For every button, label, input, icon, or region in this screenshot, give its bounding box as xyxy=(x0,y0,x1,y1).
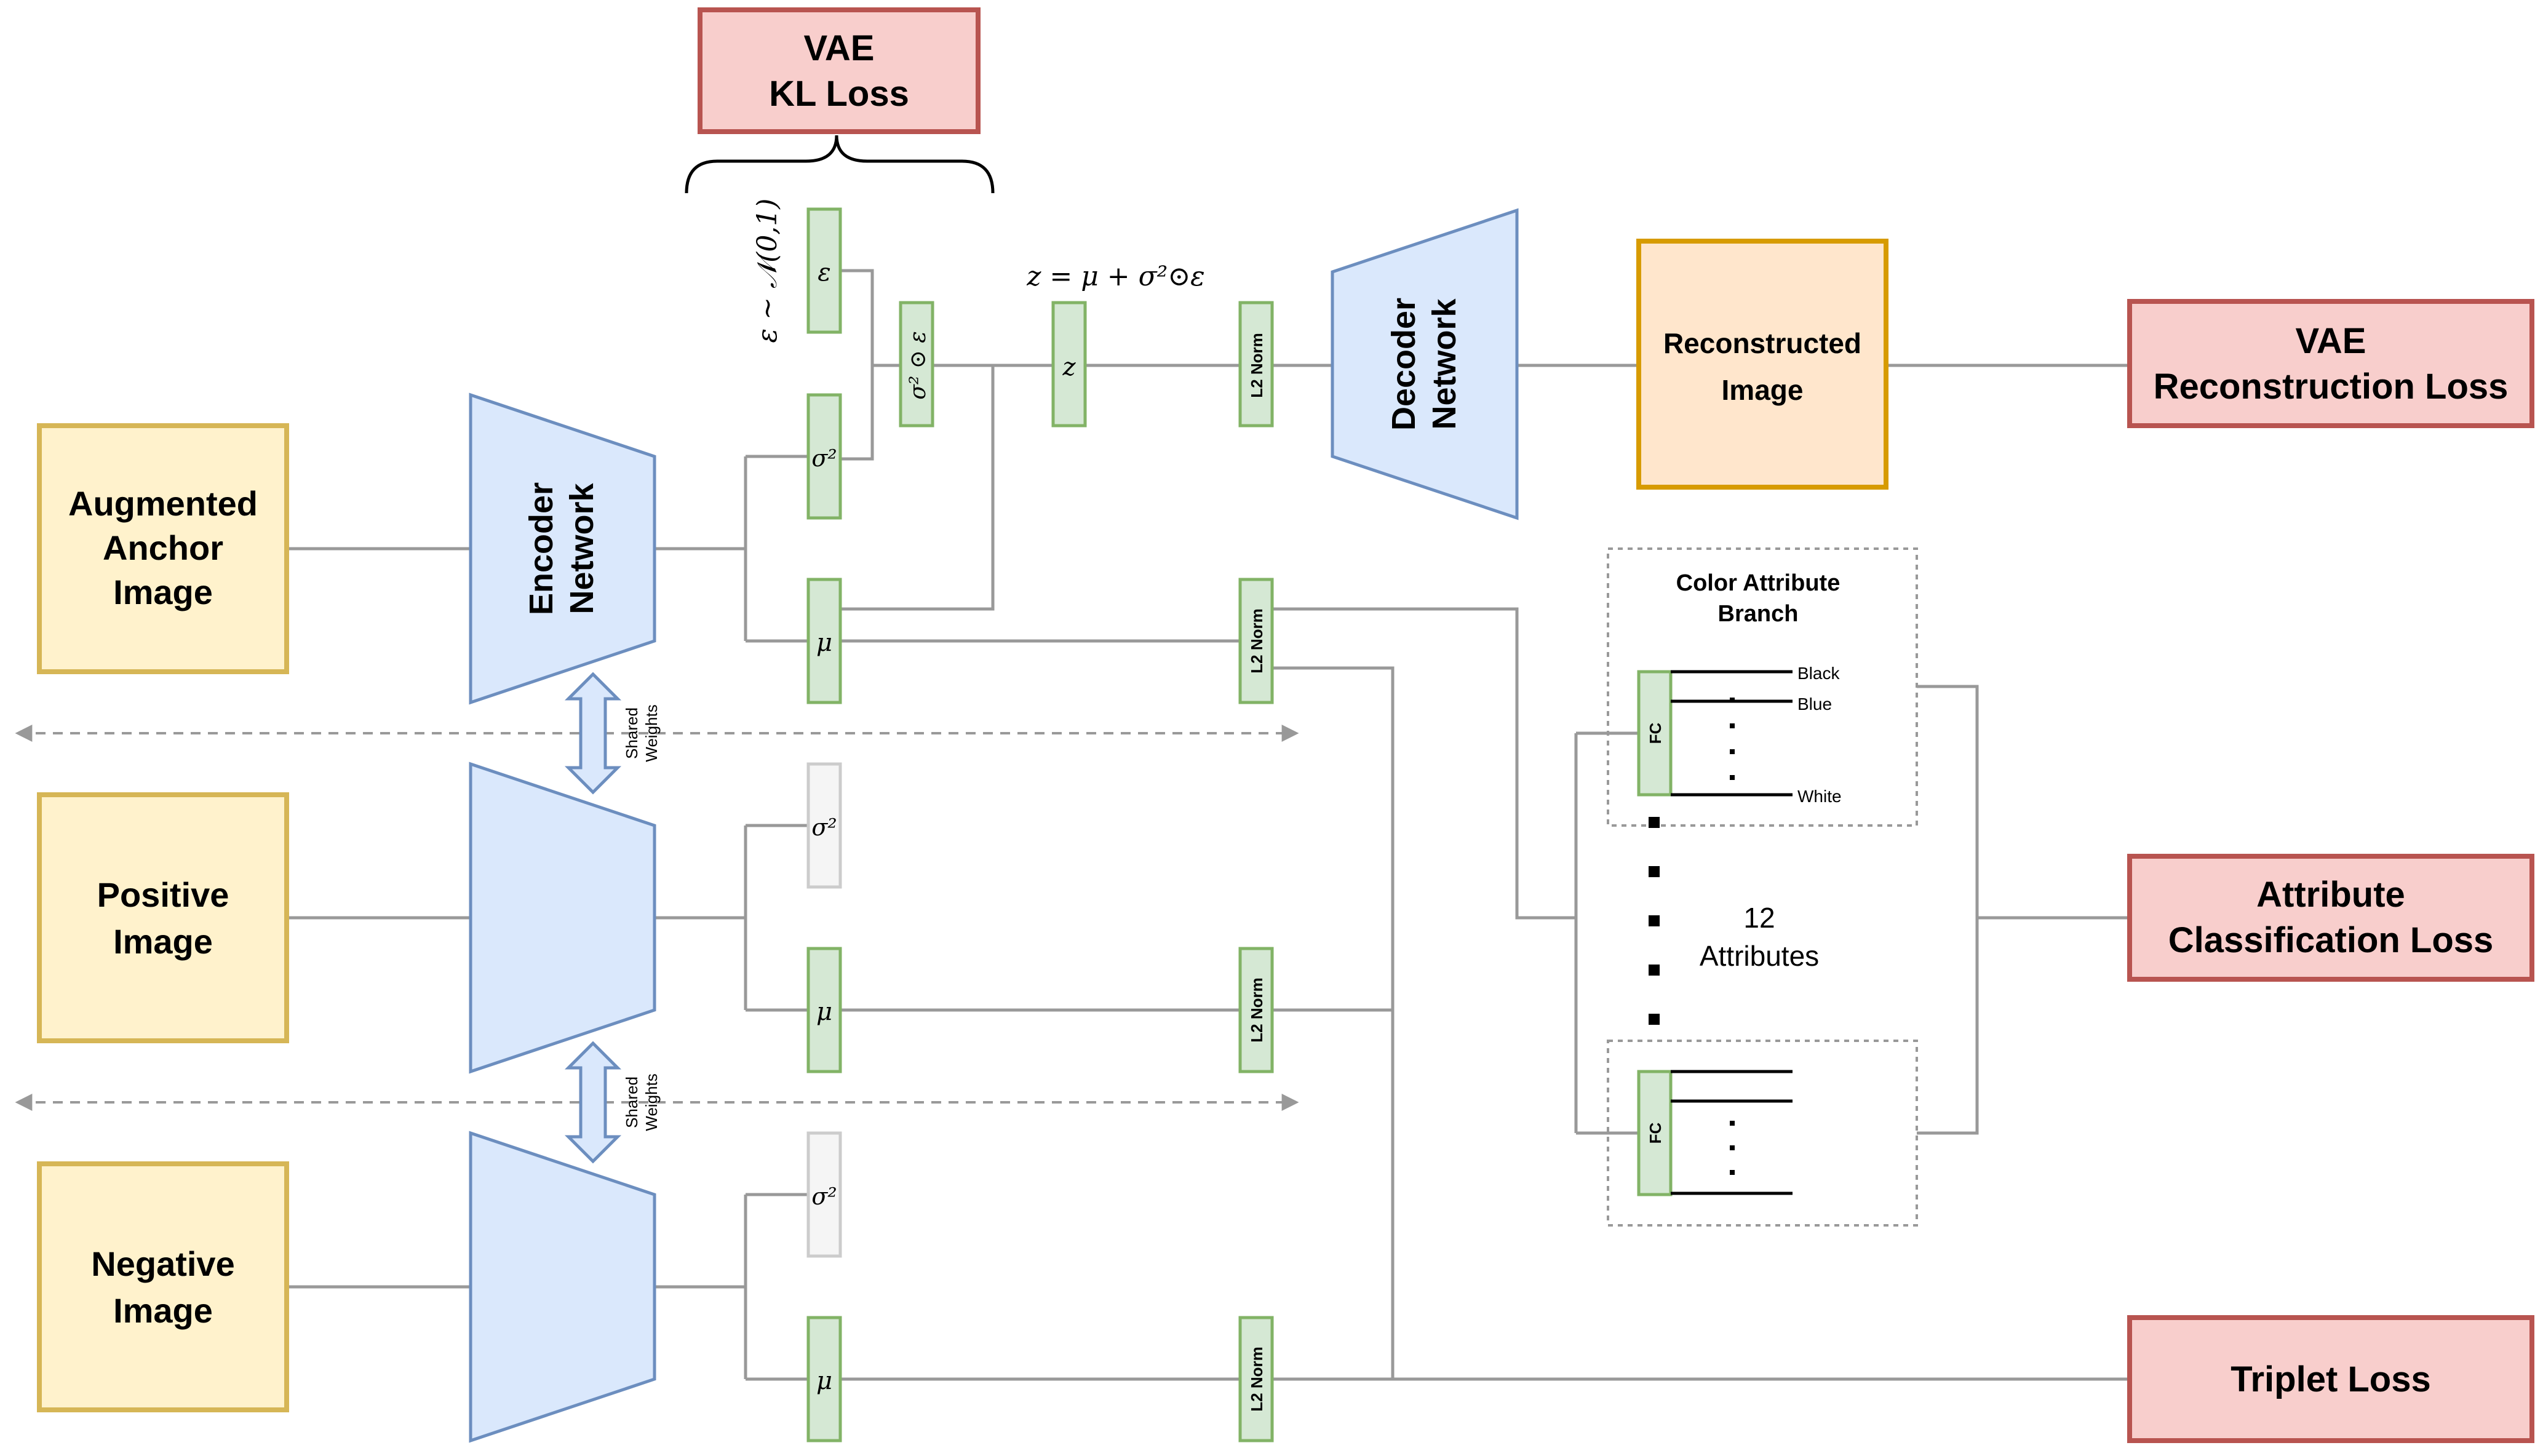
reconstruction-loss-label-2: Reconstruction Loss xyxy=(2154,367,2509,407)
reconstructed-label-2: Image xyxy=(1722,374,1804,406)
anchor-label-3: Image xyxy=(113,573,213,611)
svg-text:L2 Norm: L2 Norm xyxy=(1248,1347,1266,1411)
mu-vector-anchor: μ xyxy=(806,578,842,704)
z-formula: z = μ + σ²⊙ε xyxy=(1026,261,1205,292)
branch-title-1: Color Attribute xyxy=(1676,570,1841,596)
color-attribute-branch: Color Attribute Branch FC Black Blue Whi… xyxy=(1607,547,1918,827)
anchor-label-1: Augmented xyxy=(68,484,258,523)
negative-label-1: Negative xyxy=(91,1244,234,1283)
attribute-loss-label-2: Classification Loss xyxy=(2168,920,2494,960)
encoder-label-1: Encoder xyxy=(523,482,560,615)
kl-brace xyxy=(685,135,995,194)
l2-norm-anchor: L2 Norm xyxy=(1238,578,1274,704)
positive-label-1: Positive xyxy=(97,875,229,914)
anchor-label-2: Anchor xyxy=(103,528,223,567)
attribute-loss-label-1: Attribute xyxy=(2256,875,2405,915)
fc-label-1: FC xyxy=(1646,722,1665,744)
sigma-vector-positive: σ² xyxy=(806,762,842,889)
svg-text:σ² ⊙ ε: σ² ⊙ ε xyxy=(905,331,931,399)
svg-text:σ²: σ² xyxy=(811,1183,837,1210)
svg-text:σ²: σ² xyxy=(811,814,837,841)
encoder-network-positive xyxy=(469,762,656,1074)
attribute-branch-last: FC xyxy=(1607,1040,1918,1227)
attribute-ellipsis xyxy=(1649,817,1660,1025)
attribute-count-1: 12 xyxy=(1743,902,1775,934)
mu-vector-positive: μ xyxy=(806,947,842,1073)
svg-text:L2 Norm: L2 Norm xyxy=(1248,333,1266,397)
reconstructed-image-box: Reconstructed Image xyxy=(1636,239,1888,490)
svg-text:μ: μ xyxy=(816,998,832,1026)
reconstructed-label-1: Reconstructed xyxy=(1663,327,1861,359)
negative-image-box: Negative Image xyxy=(37,1161,289,1412)
sigma-vector-anchor: σ² xyxy=(806,393,842,520)
triplet-loss-box: Triplet Loss xyxy=(2127,1315,2534,1443)
positive-image-box: Positive Image xyxy=(37,792,289,1043)
l2-norm-z: L2 Norm xyxy=(1238,301,1274,428)
decoder-label-1: Decoder xyxy=(1385,298,1422,431)
kl-loss-label-1: VAE xyxy=(804,28,875,68)
attribute-count-2: Attributes xyxy=(1700,940,1819,972)
encoder-network-negative xyxy=(469,1131,656,1443)
kl-loss-label-2: KL Loss xyxy=(769,74,909,114)
sigma-vector-negative: σ² xyxy=(806,1131,842,1258)
sigma-epsilon-vector: σ² ⊙ ε xyxy=(899,301,934,428)
anchor-image-box: Augmented Anchor Image xyxy=(37,423,289,674)
negative-label-2: Image xyxy=(113,1291,213,1330)
decoder-label-2: Network xyxy=(1426,298,1463,430)
dashed-separators xyxy=(15,725,1299,1111)
l2-norm-positive: L2 Norm xyxy=(1238,947,1274,1073)
attribute-loss-box: Attribute Classification Loss xyxy=(2127,854,2534,982)
epsilon-vector: ε xyxy=(806,207,842,334)
shared-weights-text-3: Shared xyxy=(623,1076,641,1128)
reconstruction-loss-label-1: VAE xyxy=(2296,321,2366,361)
shared-weights-text-4: Weights xyxy=(642,1073,661,1131)
svg-text:μ: μ xyxy=(816,1367,832,1395)
l2-norm-negative: L2 Norm xyxy=(1238,1316,1274,1442)
fc-label-2: FC xyxy=(1646,1122,1665,1144)
reconstruction-loss-box: VAE Reconstruction Loss xyxy=(2127,299,2534,428)
svg-text:z: z xyxy=(1062,353,1076,381)
svg-text:L2 Norm: L2 Norm xyxy=(1248,977,1266,1042)
svg-text:σ²: σ² xyxy=(811,445,837,472)
triplet-loss-label: Triplet Loss xyxy=(2231,1359,2431,1399)
shared-weights-text-1: Shared xyxy=(623,707,641,759)
decoder-network: Decoder Network xyxy=(1331,208,1519,520)
mu-vector-negative: μ xyxy=(806,1316,842,1442)
epsilon-distribution-label: ε ~ 𝒩(0,1) xyxy=(752,199,783,343)
encoder-label-2: Network xyxy=(563,483,600,615)
class-black: Black xyxy=(1797,664,1840,683)
svg-text:ε: ε xyxy=(818,258,830,287)
class-blue: Blue xyxy=(1797,694,1832,714)
branch-title-2: Branch xyxy=(1718,601,1799,627)
shared-weights-arrow-2: Shared Weights xyxy=(564,1041,661,1164)
encoder-network-anchor: Encoder Network xyxy=(469,392,656,705)
shared-weights-text-2: Weights xyxy=(642,704,661,762)
positive-label-2: Image xyxy=(113,922,213,961)
kl-loss-box: VAE KL Loss xyxy=(698,7,981,134)
svg-text:μ: μ xyxy=(816,629,832,657)
z-vector: z xyxy=(1051,301,1087,428)
svg-text:ε ~ 𝒩(0,1): ε ~ 𝒩(0,1) xyxy=(752,199,783,343)
shared-weights-arrow-1: Shared Weights xyxy=(564,672,661,795)
svg-text:L2 Norm: L2 Norm xyxy=(1248,608,1266,673)
class-white: White xyxy=(1797,787,1842,806)
connector-lines xyxy=(287,269,2130,1381)
